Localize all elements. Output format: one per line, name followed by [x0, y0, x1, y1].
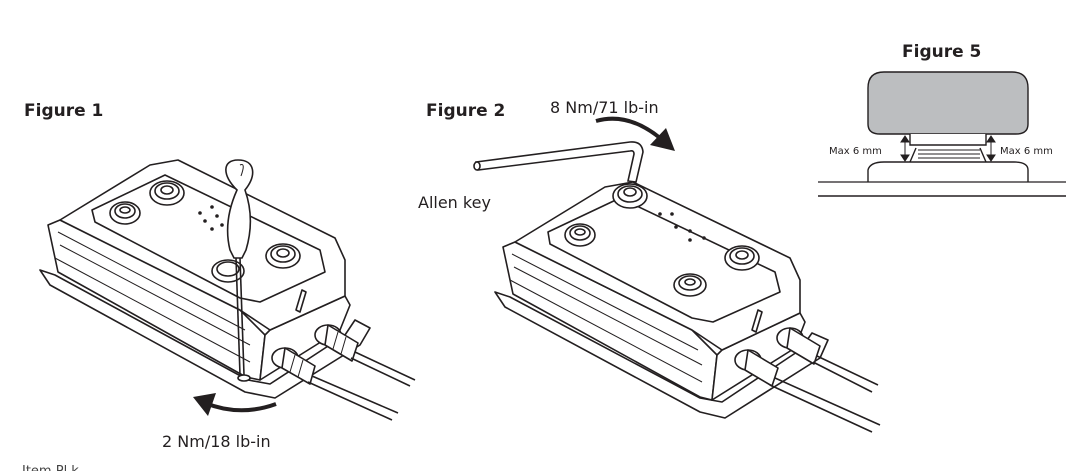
figure-5 — [818, 71, 1066, 197]
figure-2-torque-label: 8 Nm/71 lb-in — [550, 98, 659, 117]
gap-label-right: Max 6 mm — [1000, 146, 1053, 157]
connector-fig2-4 — [724, 245, 760, 271]
led-dots-2 — [658, 212, 706, 242]
fig2-arrow-head — [650, 128, 675, 151]
connector-top-2 — [149, 180, 185, 206]
allen-key-label: Allen key — [418, 193, 491, 212]
connector-fig2-2 — [612, 183, 648, 209]
fig2-rotation-arrow — [595, 116, 662, 140]
housing-top-2 — [514, 181, 801, 351]
side-slot-2 — [751, 309, 763, 333]
connector-top-1 — [109, 201, 141, 225]
figure-5-title: Figure 5 — [902, 42, 982, 62]
figure-1-title: Figure 1 — [24, 101, 104, 121]
allen-key — [473, 141, 644, 183]
base-plate-2 — [494, 291, 829, 419]
cable-1 — [307, 375, 399, 421]
cable-fig2-2 — [812, 355, 879, 393]
gap-arrow-left — [900, 135, 910, 162]
cable-2 — [350, 351, 416, 387]
figure-2-title: Figure 2 — [426, 101, 506, 121]
cable-gland-fig2-1 — [734, 349, 779, 387]
side-slot — [295, 289, 307, 313]
connector-top-3 — [211, 259, 245, 283]
gap-label-left: Max 6 mm — [829, 146, 882, 157]
connector-top-4 — [265, 243, 301, 269]
fig1-arrow-head — [193, 393, 216, 416]
fig1-rotation-arrow — [204, 401, 277, 413]
base-plate — [39, 269, 371, 399]
connector-fig2-1 — [564, 223, 596, 247]
cable-gland-fig2-2 — [776, 327, 821, 365]
cap — [867, 71, 1029, 135]
figure-2-device — [494, 181, 881, 433]
connector-fig2-3 — [673, 273, 707, 297]
led-dots — [198, 205, 224, 231]
screwdriver — [225, 159, 254, 382]
thread — [918, 149, 980, 159]
top-panel — [91, 174, 326, 303]
cut-off-caption: Item Pl k — [22, 464, 79, 471]
cable-gland-1 — [271, 347, 316, 385]
figure-1-device — [39, 159, 416, 421]
cable-fig2-1 — [769, 377, 881, 433]
cable-gland-2 — [314, 324, 359, 362]
figure-1-torque-label: 2 Nm/18 lb-in — [162, 432, 271, 451]
gap-arrow-right — [986, 135, 996, 162]
mount — [867, 161, 1029, 182]
